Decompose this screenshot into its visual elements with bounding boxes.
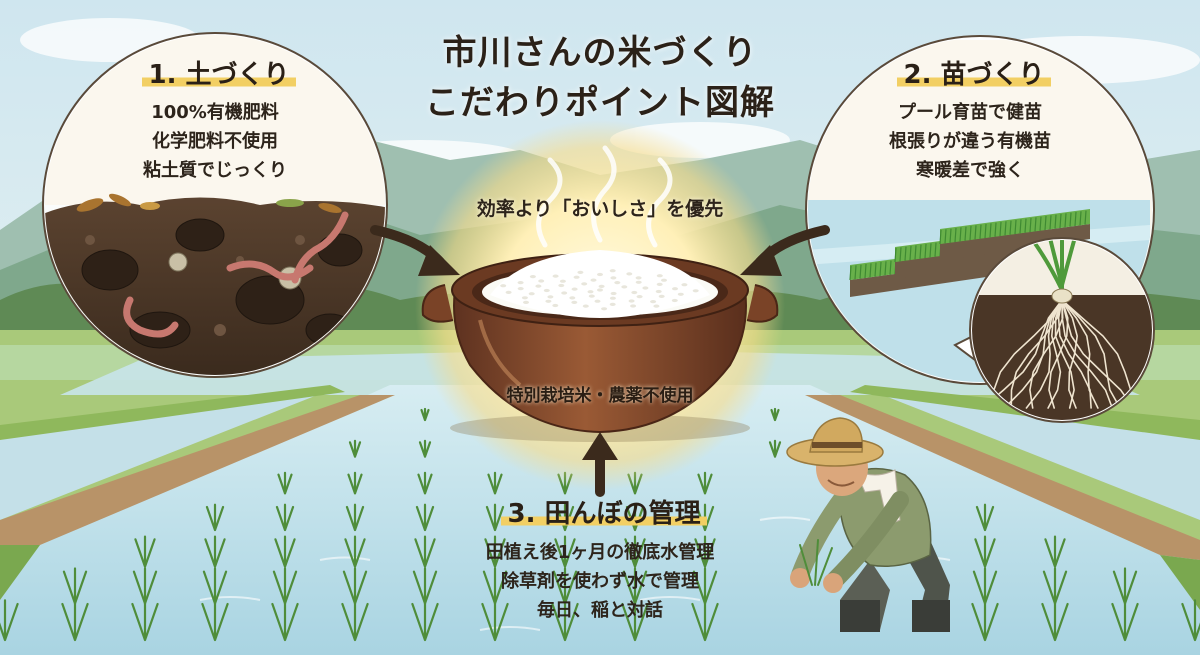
seedling <box>134 535 156 568</box>
seedling <box>275 503 295 532</box>
seedling <box>554 535 576 568</box>
seedling <box>0 599 19 642</box>
seedling <box>482 567 508 605</box>
seedling-vignette <box>805 35 1155 423</box>
seedling <box>62 567 88 605</box>
paddy-point: 田植え後1ヶ月の徹底水管理 <box>485 542 715 563</box>
seedling <box>415 503 435 532</box>
seedling <box>341 599 369 642</box>
seedling <box>971 599 999 642</box>
seedling <box>342 567 368 605</box>
seedling <box>972 567 998 605</box>
seedling <box>271 599 299 642</box>
seedling <box>347 471 363 495</box>
seedling <box>1044 535 1066 568</box>
seedling <box>692 567 718 605</box>
paddy-point: 除草剤を使わず水で管理 <box>501 571 699 592</box>
arrow-soil-to-pot <box>370 225 460 276</box>
title-line-1: 市川さんの米づくり <box>442 33 758 73</box>
seedling <box>277 471 293 495</box>
seedling <box>691 599 719 642</box>
seedling <box>411 599 439 642</box>
section-paddy-points: 田植え後1ヶ月の徹底水管理 除草剤を使わず水で管理 毎日、稲と対話 <box>420 538 780 625</box>
section-seedling-title: 2. 苗づくり <box>860 58 1088 92</box>
seedling <box>412 567 438 605</box>
seedling <box>974 535 996 568</box>
section-seedling-points: プール育苗で健苗 根張りが違う有機苗 寒暖差で強く <box>840 98 1100 185</box>
seedling <box>202 567 228 605</box>
seedling <box>621 599 649 642</box>
seedling <box>131 599 159 642</box>
seedling-point: プール育苗で健苗 <box>898 102 1042 123</box>
center-caption: 効率より「おいしさ」を優先 <box>476 198 724 220</box>
seedling-point: 寒暖差で強く <box>916 160 1024 181</box>
seedling <box>624 535 646 568</box>
section-soil-title: 1. 土づくり <box>105 58 333 92</box>
section-soil-heading: 1. 土づくり <box>142 60 296 90</box>
seedling <box>622 567 648 605</box>
seedling <box>201 599 229 642</box>
farmer-figure <box>786 417 950 632</box>
seedling <box>697 471 713 495</box>
seedling <box>551 599 579 642</box>
seedling <box>768 439 782 458</box>
section-paddy-heading: 3. 田んぼの管理 <box>501 499 707 529</box>
arrow-seedling-to-pot <box>740 225 830 276</box>
seedling <box>1181 599 1200 642</box>
paddy-point: 毎日、稲と対話 <box>537 600 663 621</box>
seedling <box>770 407 780 422</box>
page-title: 市川さんの米づくり こだわりポイント図解 <box>330 28 870 128</box>
title-line-2: こだわりポイント図解 <box>425 83 775 123</box>
section-paddy-title: 3. 田んぼの管理 <box>440 497 768 531</box>
seedling <box>484 535 506 568</box>
seedling <box>417 471 433 495</box>
seedling <box>205 503 225 532</box>
seedling-point: 根張りが違う有機苗 <box>889 131 1051 152</box>
seedling <box>420 407 430 422</box>
seedling <box>345 503 365 532</box>
seedling <box>132 567 158 605</box>
seedling <box>487 471 503 495</box>
section-soil-points: 100%有機肥料 化学肥料不使用 粘土質でじっくり <box>95 98 335 185</box>
seedling <box>481 599 509 642</box>
seedling <box>61 599 89 642</box>
seedling <box>1111 599 1139 642</box>
arrow-paddy-to-pot <box>582 432 618 497</box>
pot-label: 特別栽培米・農薬不使用 <box>506 386 694 406</box>
seedling <box>1112 567 1138 605</box>
soil-point: 化学肥料不使用 <box>152 131 278 152</box>
section-seedling-heading: 2. 苗づくり <box>897 60 1051 90</box>
seedling <box>204 535 226 568</box>
soil-point: 100%有機肥料 <box>151 102 279 123</box>
seedling <box>1042 567 1068 605</box>
donabe-pot <box>421 250 779 442</box>
seedling <box>1041 599 1069 642</box>
rice-seedlings <box>0 407 1200 642</box>
seedling <box>348 439 362 458</box>
soil-point: 粘土質でじっくり <box>143 160 287 181</box>
seedling <box>272 567 298 605</box>
seedling <box>414 535 436 568</box>
seedling <box>418 439 432 458</box>
seedling <box>975 503 995 532</box>
seedling <box>344 535 366 568</box>
seedling <box>552 567 578 605</box>
seedling <box>274 535 296 568</box>
seedling <box>694 535 716 568</box>
